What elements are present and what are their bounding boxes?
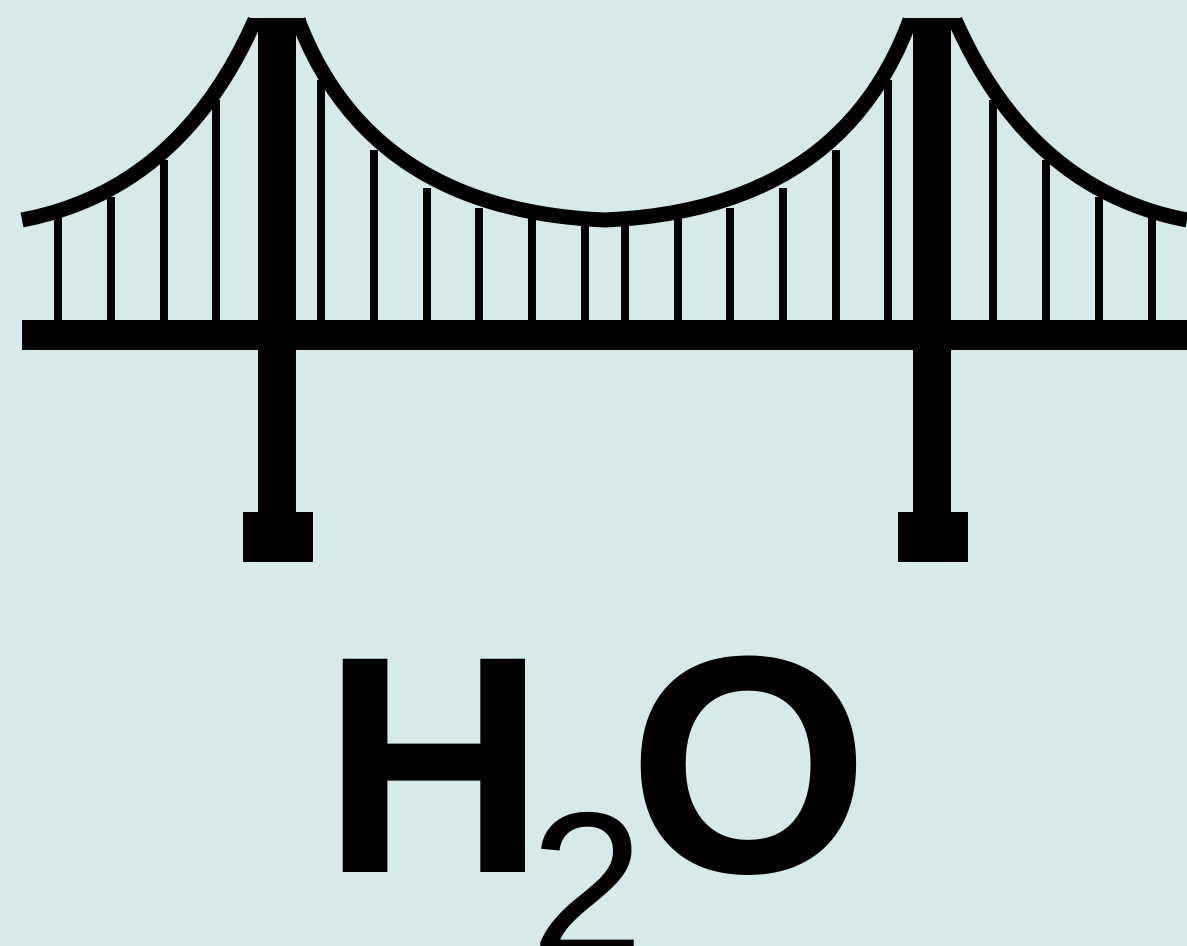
main-cables: [20, 16, 1187, 228]
formula-hydrogen: H: [322, 591, 546, 938]
bridge-towers: [243, 18, 968, 562]
formula-oxygen: O: [628, 591, 870, 938]
formula-subscript: 2: [530, 770, 645, 946]
suspension-bridge-icon: [20, 16, 1187, 562]
suspender-cables: [54, 80, 1156, 325]
bridge-deck: [22, 320, 1187, 350]
